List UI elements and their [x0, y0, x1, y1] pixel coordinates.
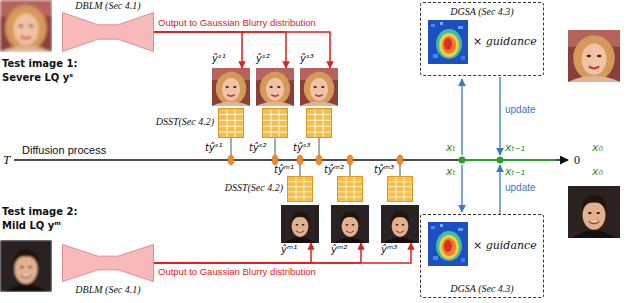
sample-photo: [281, 205, 319, 243]
node-text: Severe LQ yˢ: [2, 72, 73, 83]
sample-photo: [381, 205, 419, 243]
output-arrow: [154, 32, 330, 68]
input-photo: [0, 0, 52, 52]
output-arrow: [154, 243, 361, 263]
update-label: update: [505, 182, 536, 193]
update-arrow: [499, 77, 500, 155]
axis-title: Diffusion process: [22, 144, 106, 156]
stub-line: [231, 138, 400, 176]
dsst-grid: [263, 109, 288, 138]
node-text: × guidance: [473, 35, 537, 48]
network-shape: [63, 245, 154, 282]
state-label: x₀: [592, 141, 603, 154]
node-text: DSST(Sec 4.2): [225, 182, 283, 193]
edge-label: Output to Gaussian Blurry distribution: [158, 17, 316, 28]
guidance-arrow: [461, 79, 462, 155]
timestep-label: tŷˢ²: [249, 142, 267, 153]
state-label: xₜ: [446, 165, 456, 178]
sample-image: ŷˢ¹: [212, 68, 250, 106]
update-label: update: [505, 104, 536, 115]
state-label: xₜ₋₁: [505, 165, 525, 178]
node-text: ŷᵐ³: [381, 244, 397, 255]
time-end: 0: [574, 153, 580, 168]
timeline: [14, 159, 568, 161]
timestep-marker: [228, 155, 234, 165]
timestep-marker: [316, 155, 322, 165]
output-arrow: [154, 243, 411, 263]
attention-map: [428, 222, 468, 266]
sample-image: ŷˢ²: [256, 68, 294, 106]
sample-photo: [256, 68, 294, 106]
sample-image: ŷᵐ²: [331, 205, 369, 243]
timestep-marker: [297, 155, 303, 165]
node-text: Test image 2:: [2, 206, 77, 217]
edge-label: Output to Gaussian Blurry distribution: [158, 266, 316, 277]
dsst-grid: [288, 176, 313, 201]
guidance-arrow: [461, 165, 462, 212]
node-text: DGSA (Sec 4.3): [421, 6, 543, 17]
node-text: ŷᵐ¹: [281, 244, 297, 255]
dsst-grid: [338, 176, 363, 201]
transform-block: DSST(Sec 4.2): [218, 108, 244, 138]
state-dot: [497, 157, 504, 164]
sample-image: ŷᵐ¹: [281, 205, 319, 243]
node-text: Test image 1:: [2, 58, 77, 69]
guidance-box: DGSA (Sec 4.3) × guidance: [420, 214, 544, 298]
network-block: DBLM (Sec 4.1): [62, 244, 154, 298]
sample-photo: [212, 68, 250, 106]
bowtie-outline: [62, 244, 154, 282]
bowtie-outline: [62, 12, 154, 52]
output-arrow: [154, 32, 242, 68]
state-label: x₀: [592, 165, 603, 178]
timestep-label: tŷᵐ²: [324, 164, 344, 175]
network-shape: [63, 13, 154, 52]
node-text: DBLM (Sec 4.1): [62, 284, 154, 295]
state-dot: [459, 157, 466, 164]
node-text: DGSA (Sec 4.3): [421, 283, 543, 294]
state-label: xₜ₋₁: [505, 141, 525, 154]
timestep-markers: [228, 155, 403, 165]
node-text: Mild LQ yᵐ: [2, 220, 61, 231]
dsst-grid: [219, 109, 244, 138]
timestep-label: tŷᵐ¹: [274, 164, 294, 175]
timestep-label: tŷˢ³: [293, 142, 311, 153]
time-start: T: [3, 152, 10, 168]
node-text: ŷˢ¹: [212, 53, 226, 64]
timestep-marker: [272, 155, 278, 165]
timestep-label: tŷᵐ³: [374, 164, 394, 175]
output-photo: [568, 30, 620, 82]
node-text: DBLM (Sec 4.1): [62, 0, 154, 11]
node-text: ŷᵐ²: [331, 244, 347, 255]
guidance-box: DGSA (Sec 4.3) × guidance: [420, 2, 544, 76]
update-arrow: [499, 165, 500, 214]
sample-image: ŷᵐ³: [381, 205, 419, 243]
timestep-marker: [347, 155, 353, 165]
node-text: ŷˢ³: [300, 53, 314, 64]
sample-photo: [331, 205, 369, 243]
network-block: DBLM (Sec 4.1): [62, 0, 154, 52]
transform-block: DSST(Sec 4.2): [287, 176, 313, 202]
node-text: ŷˢ²: [256, 53, 270, 64]
sample-image: ŷˢ³: [300, 68, 338, 106]
timestep-label: tŷˢ¹: [205, 142, 223, 153]
output-photo: [568, 186, 620, 238]
timeline-segment: [462, 159, 556, 161]
attention-map: [428, 20, 468, 64]
output-arrow: [154, 32, 286, 68]
dsst-grid: [307, 109, 332, 138]
state-label: xₜ: [446, 141, 456, 154]
output-arrow: [154, 243, 311, 263]
sample-photo: [300, 68, 338, 106]
node-text: × guidance: [473, 239, 537, 252]
node-text: DSST(Sec 4.2): [156, 116, 214, 127]
input-photo: [0, 240, 52, 292]
timestep-marker: [397, 155, 403, 165]
dsst-grid: [388, 176, 413, 201]
test-image: Test image 2: Mild LQ yᵐ: [0, 204, 90, 238]
